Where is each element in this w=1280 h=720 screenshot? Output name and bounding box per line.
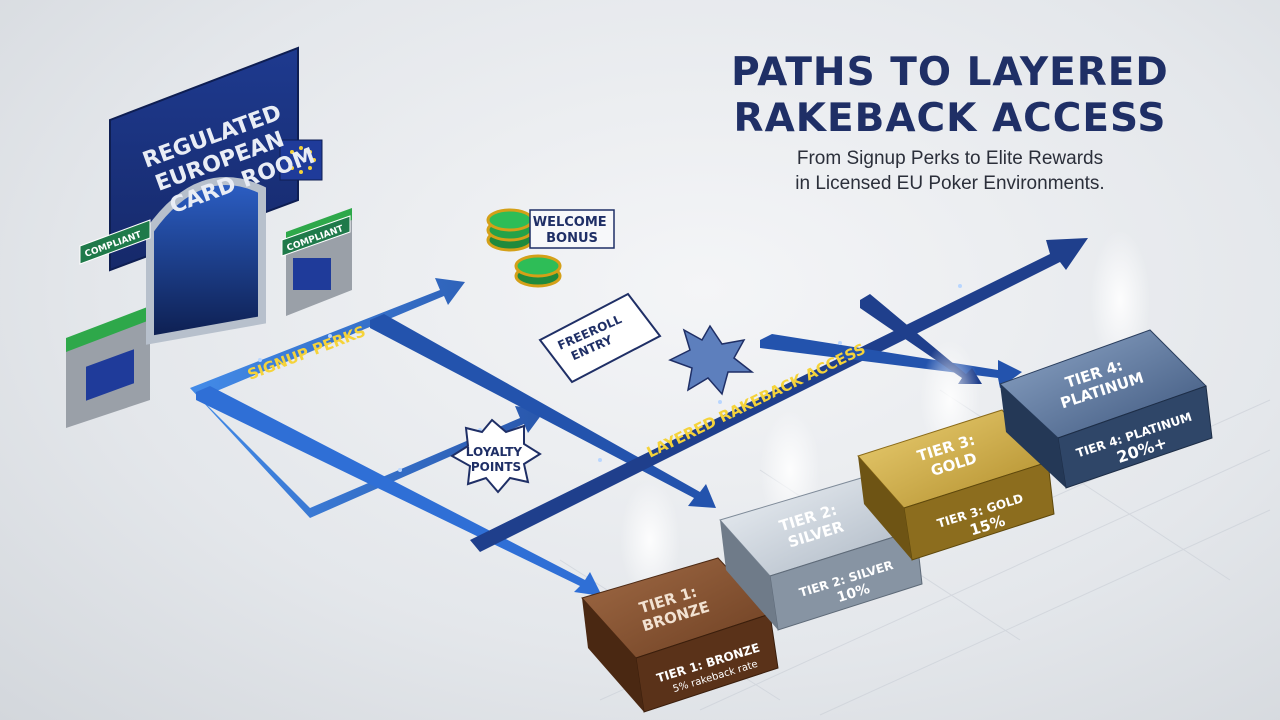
subtitle-line-1: From Signup Perks to Elite Rewards — [796, 148, 1104, 169]
page-title: PATHS TO LAYERED RAKEBACK ACCESS — [690, 50, 1210, 142]
loyalty-line-2: POINTS — [471, 460, 521, 474]
poker-chips-icon — [486, 208, 562, 288]
welcome-bonus-perk: WELCOME BONUS — [486, 208, 615, 288]
freeroll-entry-perk: FREEROLL ENTRY — [538, 292, 662, 384]
eu-flag-left — [86, 349, 134, 401]
eu-stars — [286, 146, 316, 174]
svg-text:WELCOME BONUS: WELCOME BONUS — [533, 215, 611, 246]
svg-text:LOYALTY POINTS: LOYALTY POINTS — [466, 445, 527, 474]
loyalty-points-perk: LOYALTY POINTS — [450, 418, 542, 494]
signup-path-arrow — [190, 278, 545, 518]
loyalty-line-1: LOYALTY — [466, 445, 523, 459]
star-burst-icon — [668, 324, 755, 396]
signup-perks-label: SIGNUP PERKS — [245, 322, 368, 384]
bronze-glow — [620, 480, 680, 600]
eu-flag-right — [293, 258, 331, 290]
tier-bronze-block: TIER 1: BRONZE TIER 1: BRONZE 5% rakebac… — [581, 557, 779, 713]
layered-rakeback-arrow — [470, 238, 1088, 552]
ticket-icon — [538, 292, 662, 384]
loyalty-burst-icon — [450, 418, 542, 494]
tier-gold-block: TIER 3: GOLD TIER 3: GOLD 15% — [857, 409, 1055, 561]
card-room-gate: REGULATED EUROPEAN CARD ROOM COMPLIANT C… — [66, 46, 352, 428]
welcome-line-2: BONUS — [546, 231, 598, 246]
path-network: SIGNUP PERKS LAYERED RAKEBACK ACCESS — [190, 238, 1088, 596]
subtitle-line-2: in Licensed EU Poker Environments. — [795, 173, 1105, 194]
bronze-branch-arrow — [196, 386, 602, 596]
gold-branch-arrow — [760, 334, 1022, 388]
platinum-branch-arrow — [860, 294, 982, 384]
welcome-line-1: WELCOME — [533, 215, 607, 230]
title-line-2: RAKEBACK ACCESS — [733, 96, 1167, 141]
silver-branch-arrow — [370, 314, 716, 508]
title-line-1: PATHS TO LAYERED — [731, 50, 1169, 95]
page-subtitle: From Signup Perks to Elite Rewards in Li… — [700, 146, 1200, 196]
